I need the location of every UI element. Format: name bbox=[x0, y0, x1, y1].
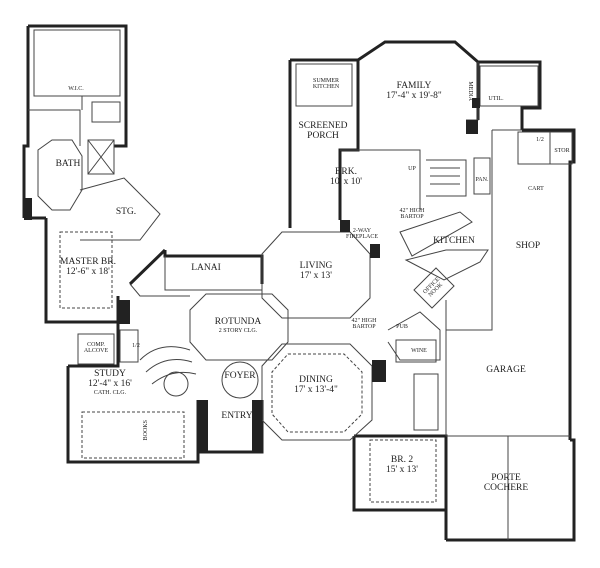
room-name: BR. 2 bbox=[390, 455, 414, 465]
half-bath-left: 1/2 bbox=[132, 343, 140, 349]
garage: GARAGE bbox=[486, 365, 526, 375]
room-dimensions: 17'-4" x 19'-8" bbox=[386, 90, 442, 101]
room-name: ROTUNDA bbox=[214, 317, 262, 327]
bartop-upper: 42" HIGH BARTOP bbox=[399, 208, 425, 221]
room-name: LIVING bbox=[299, 261, 333, 271]
living-room: LIVING 17' x 13' bbox=[299, 261, 333, 282]
master-bedroom: MASTER BR. 12'-6" x 18' bbox=[60, 257, 116, 278]
rotunda: ROTUNDA 2 STORY CLG. bbox=[214, 317, 262, 334]
shop-room: SHOP bbox=[515, 241, 541, 251]
half-bath-right: 1/2 bbox=[536, 137, 544, 143]
bartop-lower: 42" HIGH BARTOP bbox=[351, 318, 377, 331]
room-dimensions: 12'-4" x 16' bbox=[88, 378, 132, 389]
pub: PUB bbox=[396, 324, 408, 330]
entry: ENTRY bbox=[221, 411, 253, 421]
stair-up: UP bbox=[408, 166, 416, 172]
bedroom-2: BR. 2 15' x 13' bbox=[386, 455, 418, 476]
books-shelf: BOOKS bbox=[142, 419, 149, 441]
room-name: BRK. bbox=[335, 167, 357, 177]
computer-alcove: COMP. ALCOVE bbox=[83, 342, 109, 355]
storage-master: STG. bbox=[115, 207, 137, 217]
wine-room: WINE bbox=[411, 348, 427, 354]
room-note: 2 STORY CLG. bbox=[218, 327, 258, 334]
cart-area: CART bbox=[528, 186, 544, 192]
storage-room: STOR bbox=[554, 148, 570, 154]
room-dimensions: 17' x 13'-4" bbox=[294, 384, 338, 395]
room-name: STUDY bbox=[94, 369, 126, 379]
room-name: DINING bbox=[299, 375, 333, 385]
room-dimensions: 17' x 13' bbox=[300, 270, 332, 281]
media-niche: MEDIA bbox=[467, 81, 474, 101]
master-bath: BATH bbox=[55, 159, 81, 169]
porte-cochere: PORTE COCHERE bbox=[483, 473, 529, 493]
breakfast-room: BRK. 10' x 10' bbox=[330, 167, 362, 188]
foyer: FOYER bbox=[224, 371, 256, 381]
pantry: PAN. bbox=[475, 177, 489, 183]
study-room: STUDY 12'-4" x 16' CATH. CLG. bbox=[88, 369, 132, 396]
room-dimensions: 12'-6" x 18' bbox=[66, 266, 110, 277]
room-note: CATH. CLG. bbox=[93, 389, 127, 396]
summer-kitchen: SUMMER KITCHEN bbox=[312, 78, 340, 91]
room-name: FAMILY bbox=[396, 81, 432, 91]
kitchen-room: KITCHEN bbox=[433, 236, 475, 246]
room-name: MASTER BR. bbox=[60, 257, 116, 267]
walk-in-closet: W.I.C. bbox=[68, 86, 84, 92]
utility-room: UTIL. bbox=[488, 96, 504, 102]
two-way-fireplace: 2-WAY FIREPLACE bbox=[345, 228, 379, 241]
room-dimensions: 10' x 10' bbox=[330, 176, 362, 187]
room-dimensions: 15' x 13' bbox=[386, 464, 418, 475]
dining-room: DINING 17' x 13'-4" bbox=[294, 375, 338, 396]
screened-porch: SCREENED PORCH bbox=[298, 121, 348, 141]
family-room: FAMILY 17'-4" x 19'-8" bbox=[386, 81, 442, 102]
wall-piers bbox=[24, 98, 480, 452]
lanai: LANAI bbox=[191, 263, 221, 273]
interior-walls bbox=[28, 29, 573, 540]
